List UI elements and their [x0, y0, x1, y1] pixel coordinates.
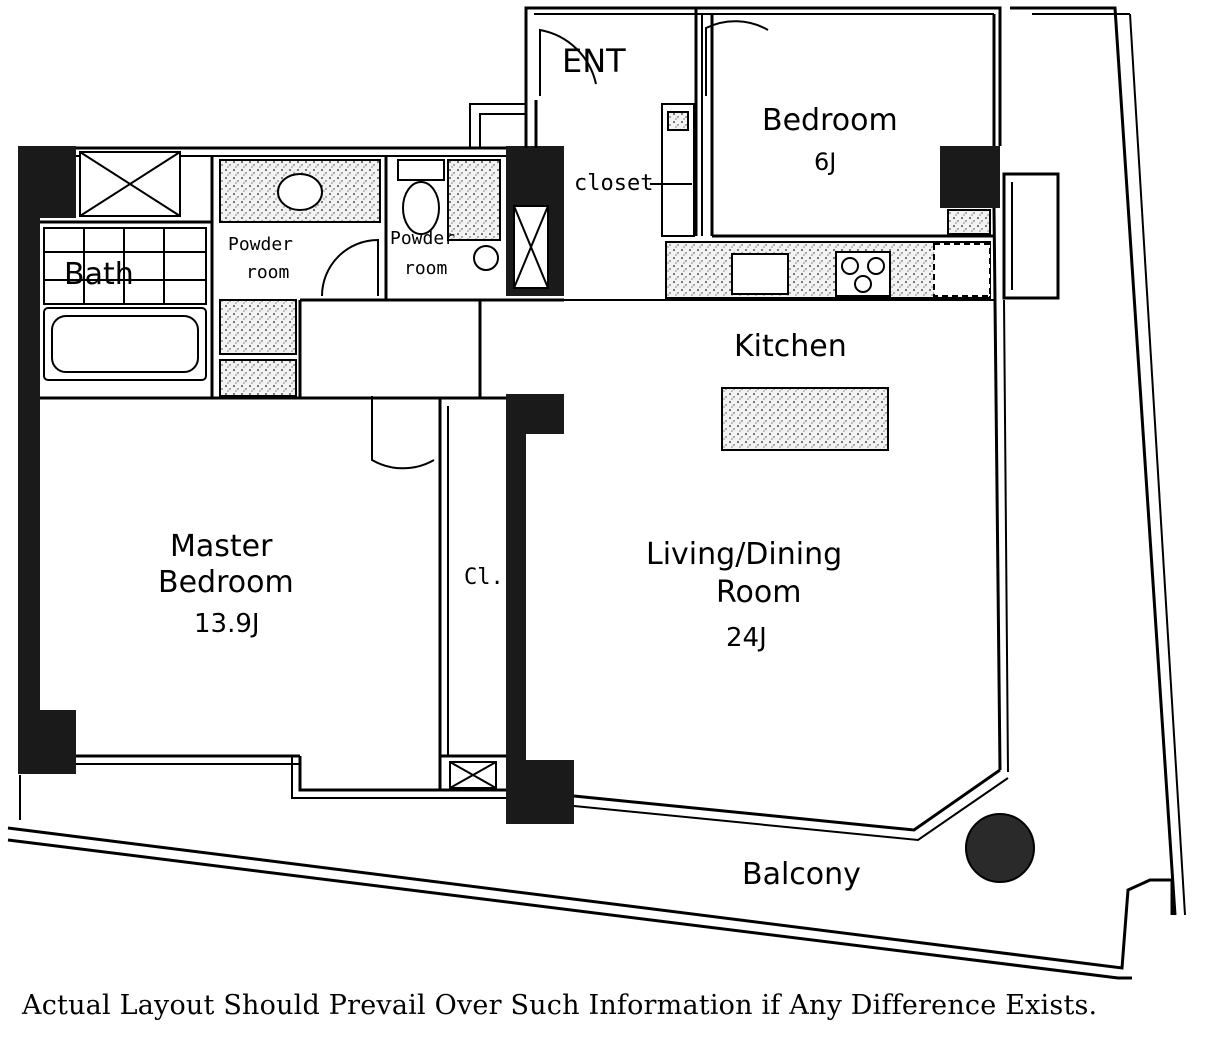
- closet-small-label: Cl.: [464, 565, 504, 590]
- disclaimer-text: Actual Layout Should Prevail Over Such I…: [22, 990, 1098, 1021]
- living-dining-size: 24J: [726, 623, 767, 653]
- living-dining-label-line1: Living/Dining: [646, 537, 842, 572]
- powder-room-1-label-line1: Powder: [228, 234, 293, 255]
- bath-label: Bath: [64, 257, 134, 292]
- master-bedroom-size: 13.9J: [194, 609, 260, 639]
- master-bedroom-label-line2: Bedroom: [158, 565, 294, 600]
- balcony-label: Balcony: [742, 857, 861, 892]
- closet-label: closet: [574, 171, 653, 196]
- kitchen-label: Kitchen: [734, 329, 847, 364]
- powder-room-2-label-line2: room: [404, 258, 447, 279]
- bedroom-size: 6J: [814, 148, 836, 176]
- balcony-outline: [7, 6, 1186, 980]
- ent-label: ENT: [562, 42, 626, 80]
- exterior-walls: [18, 146, 1000, 824]
- fixtures: [43, 103, 1035, 883]
- doors: [321, 20, 769, 470]
- living-dining-label-line2: Room: [716, 575, 801, 610]
- bedroom-label: Bedroom: [762, 103, 898, 138]
- powder-room-1-label-line2: room: [246, 262, 289, 283]
- powder-room-2-label-line1: Powder: [390, 228, 455, 249]
- master-bedroom-label-line1: Master: [170, 529, 273, 564]
